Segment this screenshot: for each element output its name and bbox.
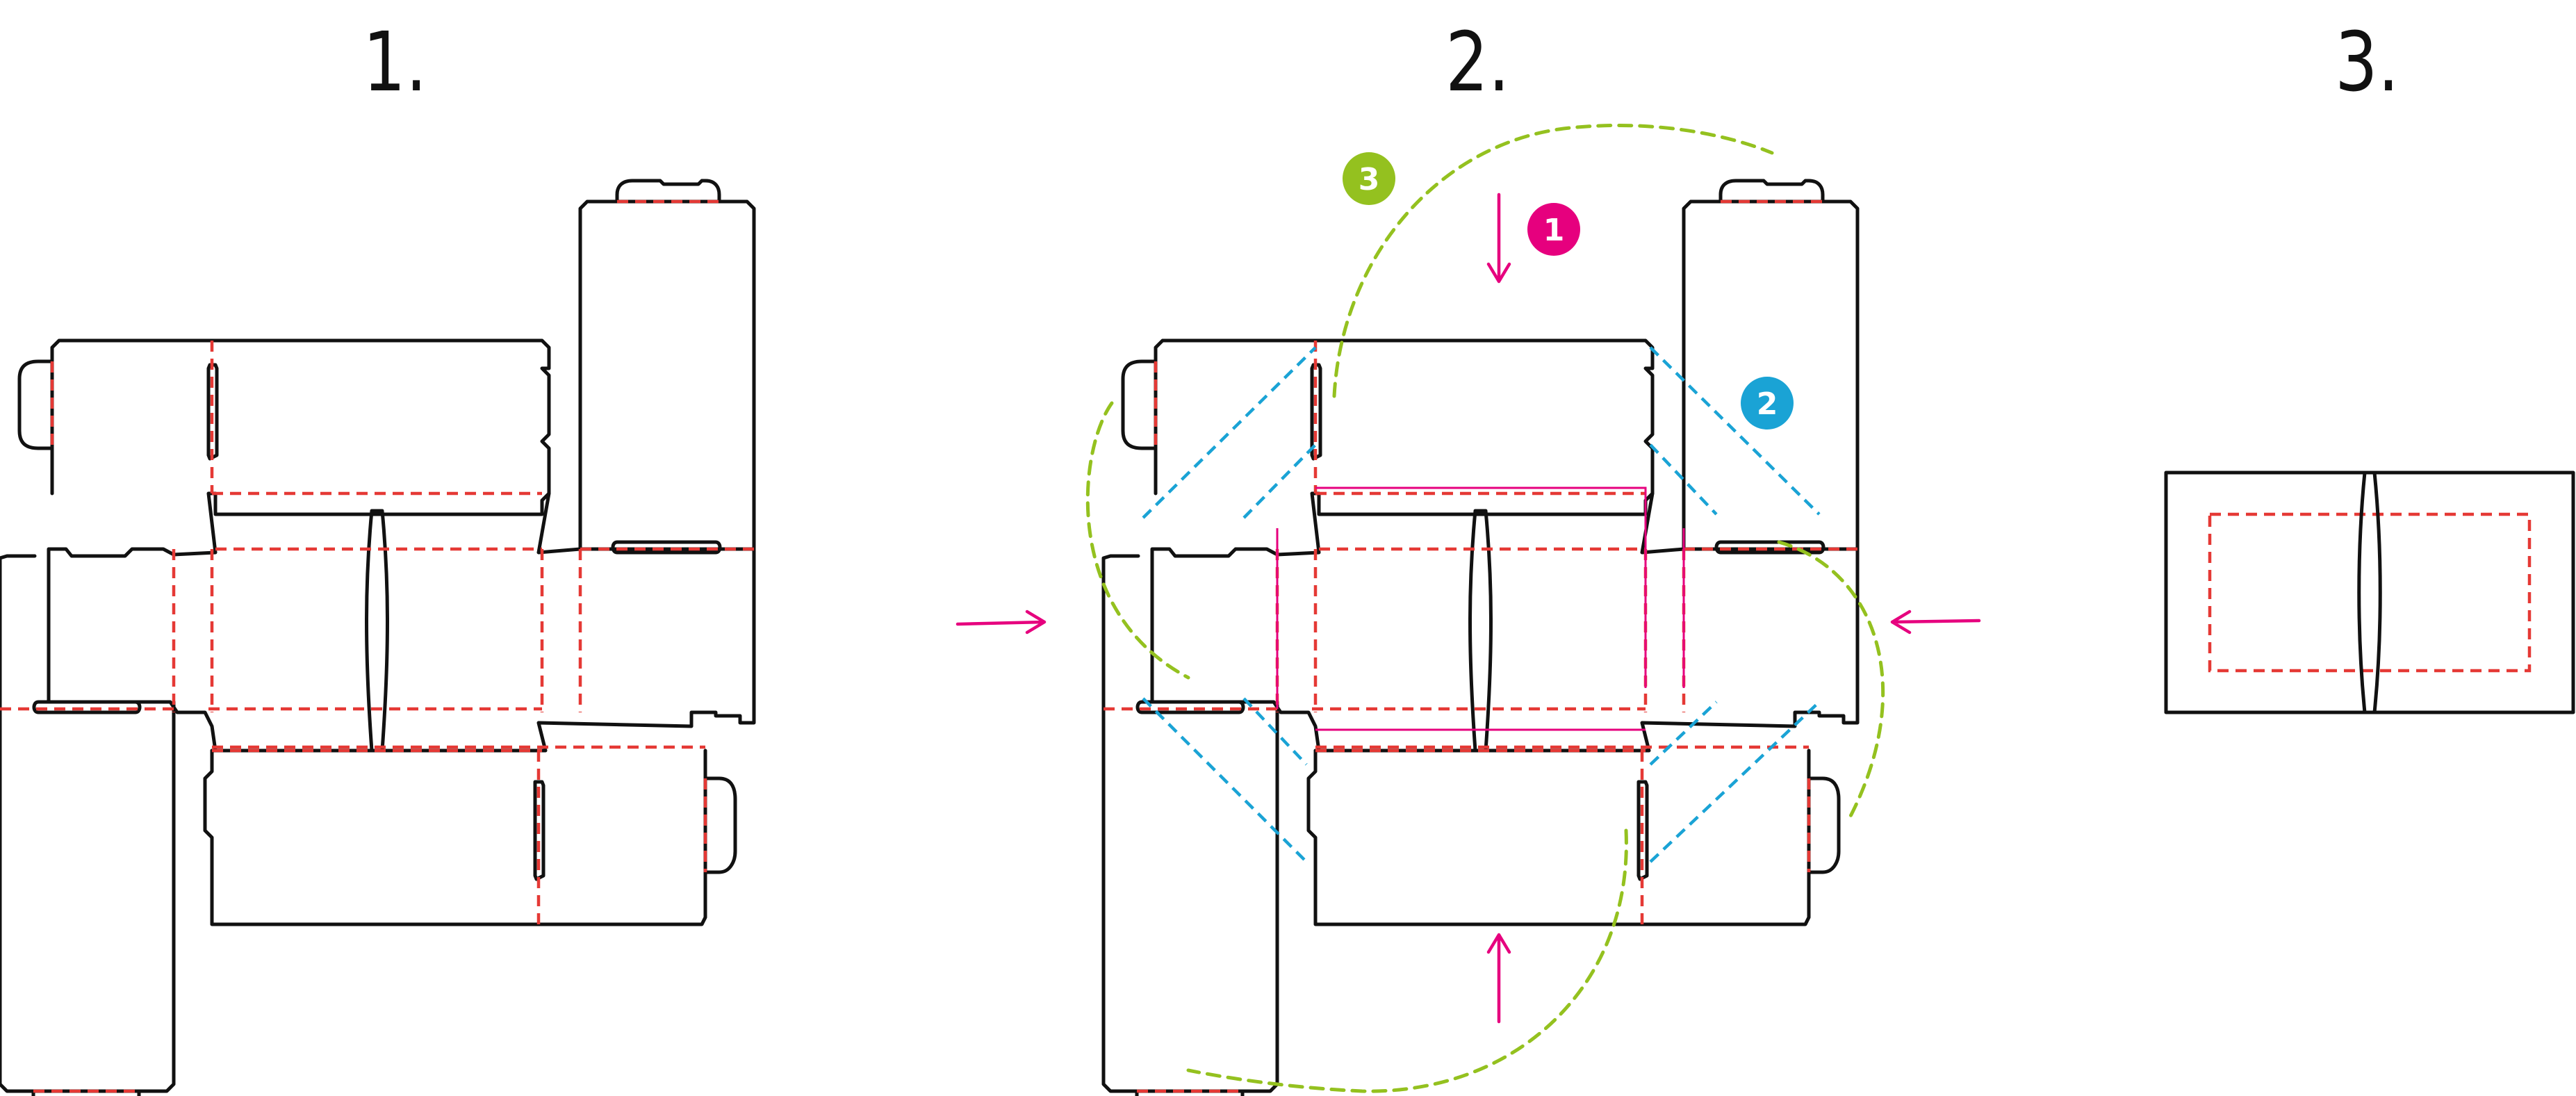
diagonal-fold-top-right — [1649, 346, 1821, 516]
curve-path-top — [1332, 123, 1774, 398]
diagonal-fold-bottom-right — [1649, 701, 1821, 863]
badge-step-3: 3 — [1343, 152, 1395, 205]
badge-number: 2 — [1757, 386, 1778, 422]
badge-step-1: 1 — [1527, 203, 1580, 256]
box-center-slot — [2357, 471, 2382, 714]
badge-circle — [1527, 203, 1580, 256]
box-outline — [2164, 471, 2575, 714]
badge-number: 1 — [1543, 213, 1565, 248]
badge-circle — [1741, 377, 1794, 430]
arrow-down — [1486, 193, 1511, 284]
curve-path-right — [1777, 540, 1885, 822]
curve-path-left — [1085, 401, 1190, 680]
badge-number: 3 — [1359, 162, 1380, 197]
step-3-title: 3. — [2335, 14, 2399, 110]
diagonal-fold-top-left — [1142, 346, 1317, 519]
step-2-folding-guide — [955, 123, 1981, 1096]
box-fold-outline — [2208, 512, 2532, 673]
curve-path-bottom — [1186, 828, 1628, 1093]
crease-line-top — [1315, 486, 1647, 688]
badge-step-2: 2 — [1741, 377, 1794, 430]
arrow-up — [1486, 933, 1511, 1024]
badge-circle — [1343, 152, 1395, 205]
diagonal-fold-bottom-left — [1142, 697, 1308, 863]
step-1-title: 1. — [363, 14, 427, 110]
step-1-flat-blank — [0, 181, 754, 1096]
step-2-title: 2. — [1445, 14, 1510, 110]
step-3-folded-box — [2164, 471, 2575, 714]
arrow-right — [955, 610, 1047, 635]
arrow-left — [1890, 610, 1981, 635]
